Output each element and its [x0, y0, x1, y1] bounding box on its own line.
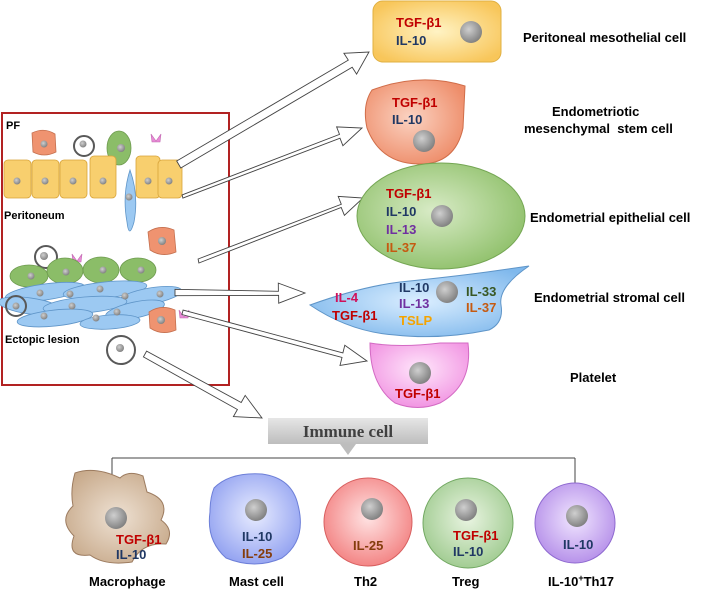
factor-il-10: IL-10	[396, 33, 426, 48]
floating-immune-cell	[73, 135, 95, 157]
floating-platelet	[150, 133, 162, 143]
invading-stromal-cell	[124, 168, 137, 232]
factor-il-13: IL-13	[386, 222, 416, 237]
stromal-cell-body	[308, 265, 530, 338]
factor-il-10: IL-10	[399, 280, 429, 295]
factor-il-13: IL-13	[399, 296, 429, 311]
peritoneum-label: Peritoneum	[4, 210, 65, 222]
nucleus	[431, 205, 453, 227]
factor-il-25: IL-25	[242, 546, 272, 561]
immune-tree	[111, 457, 576, 485]
lesion-stromal-layer	[0, 280, 182, 330]
nucleus	[105, 507, 127, 529]
nucleus	[460, 21, 482, 43]
nucleus	[413, 130, 435, 152]
factor-il-10: IL-10	[392, 112, 422, 127]
arrow-to-platelet	[181, 309, 369, 366]
macrophage: TGF-β1 IL-10 Macrophage	[65, 469, 171, 589]
nucleus	[361, 498, 383, 520]
nucleus	[409, 362, 431, 384]
factor-il-10: IL-10	[116, 547, 146, 562]
nucleus	[455, 499, 477, 521]
factor-il-10: IL-10	[453, 544, 483, 559]
target-name-platelet: Platelet	[570, 370, 617, 385]
treg-body	[422, 477, 514, 569]
arrow-to-immune	[142, 350, 263, 419]
target-name-epithelial: Endometrial epithelial cell	[530, 210, 690, 225]
il10-th17-cell: IL-10 IL-10+Th17	[534, 482, 616, 589]
arrows	[142, 51, 370, 419]
factor-il-37: IL-37	[466, 300, 496, 315]
peritoneal-mesothelial-cell: TGF-β1 IL-10	[372, 0, 502, 63]
immune-name-th17: IL-10+Th17	[548, 573, 614, 589]
factor-il-10: IL-10	[386, 204, 416, 219]
target-name-stromal: Endometrial stromal cell	[534, 290, 685, 305]
nucleus	[117, 144, 125, 152]
immune-name-th2: Th2	[354, 574, 377, 589]
arrow-to-msc	[181, 126, 364, 199]
immune-name-treg: Treg	[452, 574, 480, 589]
endometrial-epithelial-cell: TGF-β1 IL-10 IL-13 IL-37	[356, 162, 526, 270]
th2-cell: IL-25 Th2	[323, 477, 413, 589]
immune-name-mast-cell: Mast cell	[229, 574, 284, 589]
factor-tgf-b1: TGF-β1	[116, 532, 162, 547]
factor-il-25: IL-25	[353, 538, 383, 553]
arrow-to-mesothelial	[176, 51, 370, 169]
target-name-msc-line1: Endometriotic	[552, 104, 639, 119]
treg-cell: TGF-β1 IL-10 Treg	[422, 477, 514, 589]
lesion-label: Ectopic lesion	[5, 334, 80, 346]
arrow-to-epithelial	[197, 195, 365, 264]
platelet: TGF-β1	[369, 342, 470, 408]
factor-tgf-b1: TGF-β1	[392, 95, 438, 110]
factor-tgf-b1: TGF-β1	[395, 386, 441, 401]
pf-label: PF	[6, 120, 20, 132]
target-name-msc-line2: mesenchymal stem cell	[524, 121, 673, 136]
mesothelial-cell-body	[372, 0, 502, 63]
factor-il-10: IL-10	[563, 537, 593, 552]
nucleus	[566, 505, 588, 527]
factor-tgf-b1: TGF-β1	[396, 15, 442, 30]
nucleus	[40, 140, 48, 148]
immune-header: Immune cell	[303, 422, 393, 441]
target-name-mesothelial: Peritoneal mesothelial cell	[523, 30, 686, 45]
nucleus	[436, 281, 458, 303]
endometrial-stromal-cell: IL-4 TGF-β1 IL-10 IL-13 TSLP IL-33 IL-37	[308, 265, 530, 338]
lesion-immune-cell	[106, 335, 136, 365]
immune-header-arrow	[340, 444, 356, 455]
factor-il-10: IL-10	[242, 529, 272, 544]
immune-header-box	[268, 418, 428, 444]
th2-body	[323, 477, 413, 567]
factor-tgf-b1: TGF-β1	[332, 308, 378, 323]
nucleus	[245, 499, 267, 521]
immune-name-macrophage: Macrophage	[89, 574, 166, 589]
factor-il-33: IL-33	[466, 284, 496, 299]
endometriotic-msc: TGF-β1 IL-10	[364, 79, 466, 165]
factor-il-37: IL-37	[386, 240, 416, 255]
lesion-immune-cell	[34, 245, 58, 269]
factor-tgf-b1: TGF-β1	[386, 186, 432, 201]
peritoneum-layer	[3, 155, 183, 199]
mast-cell: IL-10 IL-25 Mast cell	[208, 473, 301, 589]
nucleus	[79, 140, 87, 148]
factor-il-4: IL-4	[335, 290, 359, 305]
factor-tslp: TSLP	[399, 313, 433, 328]
arrow-to-stromal	[174, 282, 307, 304]
factor-tgf-b1: TGF-β1	[453, 528, 499, 543]
